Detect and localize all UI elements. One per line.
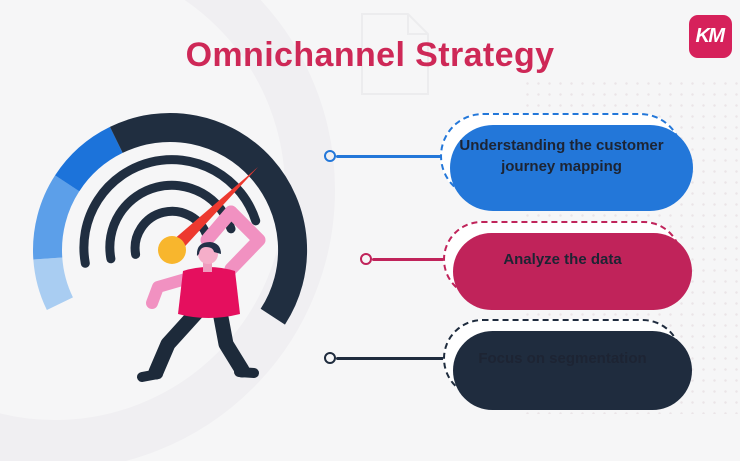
gauge-hub	[158, 236, 186, 264]
connector-dot-1	[324, 150, 336, 162]
document-watermark-icon	[361, 13, 429, 95]
step-label: Understanding the customer journey mappi…	[459, 137, 664, 175]
connector-dot-3	[324, 352, 336, 364]
gauge-needle	[167, 167, 258, 256]
connector-line-2	[372, 258, 444, 261]
person-hair	[196, 242, 221, 256]
connector-dot-2	[360, 253, 372, 265]
connector-line-1	[336, 155, 442, 158]
person-hand	[200, 205, 238, 247]
step-pill-customer-journey: Understanding the customer journey mappi…	[440, 113, 683, 199]
gauge-segment-light-blue	[33, 257, 74, 311]
person-raised-arm	[224, 205, 266, 276]
person-neck	[203, 261, 212, 272]
connector-line-3	[336, 357, 444, 360]
km-logo: KM	[689, 15, 732, 58]
person-legs	[137, 304, 259, 382]
gauge-segment-dark	[109, 112, 308, 325]
person-left-arm	[146, 272, 195, 309]
person-illustration	[137, 205, 266, 382]
gauge-arc	[33, 112, 308, 325]
person-shirt	[178, 267, 240, 318]
step-label: Focus on segmentation	[478, 350, 647, 367]
step-pill-segmentation: Focus on segmentation	[443, 319, 682, 398]
step-label: Analyze the data	[503, 251, 622, 268]
gauge-segment-strong-blue	[55, 126, 124, 192]
page-title: Omnichannel Strategy	[185, 36, 555, 74]
step-pill-analyze-data: Analyze the data	[443, 221, 682, 298]
watermark-ring	[0, 0, 335, 461]
gauge-segment-medium-blue	[33, 175, 80, 260]
